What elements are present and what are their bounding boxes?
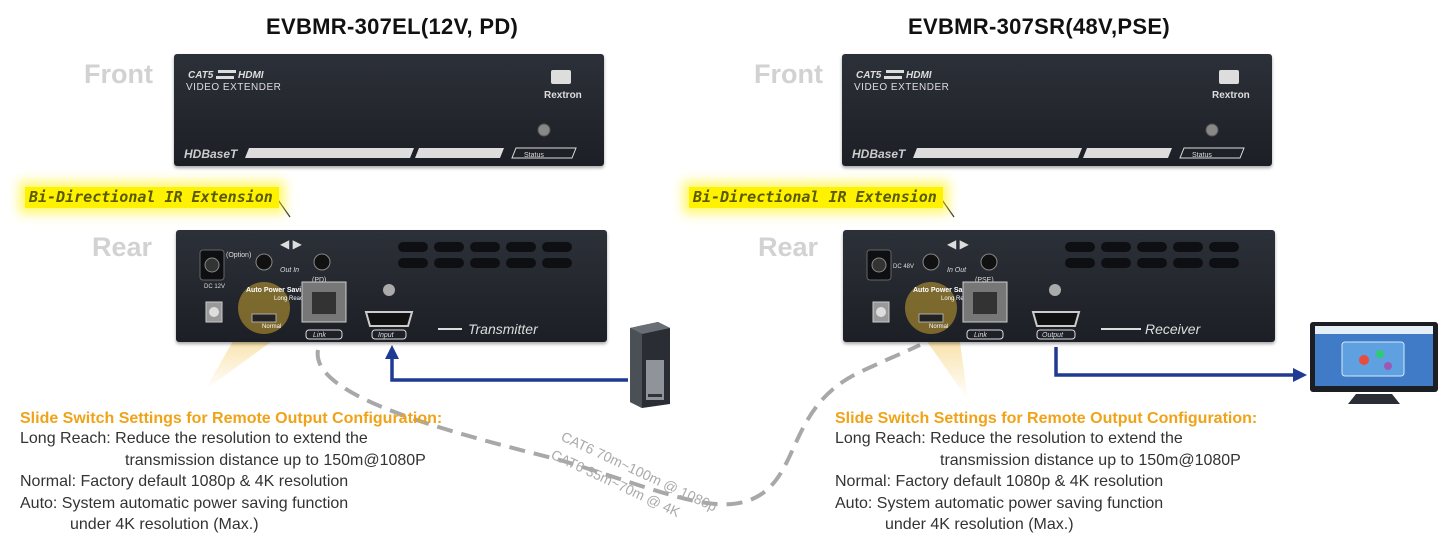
svg-text:Link: Link	[974, 332, 987, 339]
svg-text:Input: Input	[378, 332, 395, 339]
left-settings-title: Slide Switch Settings for Remote Output …	[20, 410, 443, 427]
svg-text:DC 48V: DC 48V	[893, 264, 914, 270]
right-front-panel: CAT5 HDMI VIDEO EXTENDER Rextron HDBaseT…	[842, 54, 1272, 166]
left-rear-label: Rear	[92, 232, 153, 262]
svg-text:In Out: In Out	[947, 267, 967, 274]
svg-text:VIDEO EXTENDER: VIDEO EXTENDER	[186, 82, 281, 93]
svg-text:(PSE): (PSE)	[975, 277, 994, 284]
left-settings-line1: Long Reach: Reduce the resolution to ext…	[20, 430, 368, 447]
right-settings-line3: Normal: Factory default 1080p & 4K resol…	[835, 473, 1164, 490]
svg-text:CAT5: CAT5	[188, 70, 214, 81]
svg-text:◀ ▶: ◀ ▶	[947, 237, 970, 251]
svg-text:Auto Power Saving: Auto Power Saving	[913, 287, 977, 294]
svg-text:Rextron: Rextron	[544, 90, 582, 101]
svg-text:HDMI: HDMI	[238, 70, 264, 81]
svg-text:DC 12V: DC 12V	[204, 284, 225, 290]
svg-text:Status: Status	[1192, 152, 1212, 159]
monitor-icon	[1310, 322, 1438, 404]
svg-text:(Option): (Option)	[226, 252, 251, 259]
right-front-label: Front	[754, 59, 823, 89]
output-arrow	[1054, 347, 1307, 382]
svg-text:Receiver: Receiver	[1145, 321, 1202, 337]
left-settings-line5: under 4K resolution (Max.)	[70, 516, 259, 533]
right-settings-line4: Auto: System automatic power saving func…	[835, 494, 1164, 512]
svg-text:Normal: Normal	[262, 324, 281, 330]
svg-text:Status: Status	[524, 152, 544, 159]
left-settings-line4: Auto: System automatic power saving func…	[20, 494, 349, 512]
right-settings-line1: Long Reach: Reduce the resolution to ext…	[835, 430, 1183, 447]
input-arrow	[385, 345, 628, 382]
left-front-label: Front	[84, 59, 153, 89]
svg-text:(PD): (PD)	[312, 277, 326, 284]
right-settings-line5: under 4K resolution (Max.)	[885, 516, 1074, 533]
svg-text:◀ ▶: ◀ ▶	[280, 237, 303, 251]
right-rear-label: Rear	[758, 232, 819, 262]
left-settings-line2: transmission distance up to 150m@1080P	[125, 451, 426, 469]
svg-text:Long Reach: Long Reach	[274, 296, 306, 302]
pc-tower-icon	[630, 322, 670, 408]
left-device-title: EVBMR-307EL(12V, PD)	[266, 14, 519, 39]
left-settings: Slide Switch Settings for Remote Output …	[20, 410, 442, 536]
svg-text:HDBaseT: HDBaseT	[852, 147, 907, 161]
right-device-title: EVBMR-307SR(48V,PSE)	[908, 14, 1170, 39]
svg-text:Link: Link	[313, 332, 326, 339]
right-ir-extension-tag: Bi-Directional IR Extension	[689, 187, 943, 208]
cat6-cable	[315, 343, 921, 507]
svg-text:Auto Power Saving: Auto Power Saving	[246, 287, 310, 294]
right-settings: Slide Switch Settings for Remote Output …	[835, 410, 1257, 536]
svg-text:Out In: Out In	[280, 267, 299, 274]
left-settings-line3: Normal: Factory default 1080p & 4K resol…	[20, 473, 349, 490]
svg-text:HDBaseT: HDBaseT	[184, 147, 239, 161]
svg-text:Output: Output	[1042, 332, 1064, 339]
svg-text:CAT5: CAT5	[856, 70, 882, 81]
svg-text:Transmitter: Transmitter	[468, 321, 539, 337]
right-settings-line2: transmission distance up to 150m@1080P	[940, 451, 1241, 469]
svg-text:HDMI: HDMI	[906, 70, 932, 81]
svg-text:Normal: Normal	[929, 324, 948, 330]
svg-text:Long Reach: Long Reach	[941, 296, 973, 302]
left-ir-extension-tag: Bi-Directional IR Extension	[25, 187, 279, 208]
right-settings-title: Slide Switch Settings for Remote Output …	[835, 410, 1258, 427]
left-rear-panel: (Option) DC 12V ◀ ▶ Out In (PD) Auto Pow…	[176, 230, 607, 342]
left-front-panel: CAT5 HDMI VIDEO EXTENDER Rextron HDBaseT…	[174, 54, 604, 166]
right-rear-panel: DC 48V ◀ ▶ In Out (PSE) Auto Power Savin…	[843, 230, 1275, 342]
svg-text:VIDEO EXTENDER: VIDEO EXTENDER	[854, 82, 949, 93]
svg-text:Rextron: Rextron	[1212, 90, 1250, 101]
